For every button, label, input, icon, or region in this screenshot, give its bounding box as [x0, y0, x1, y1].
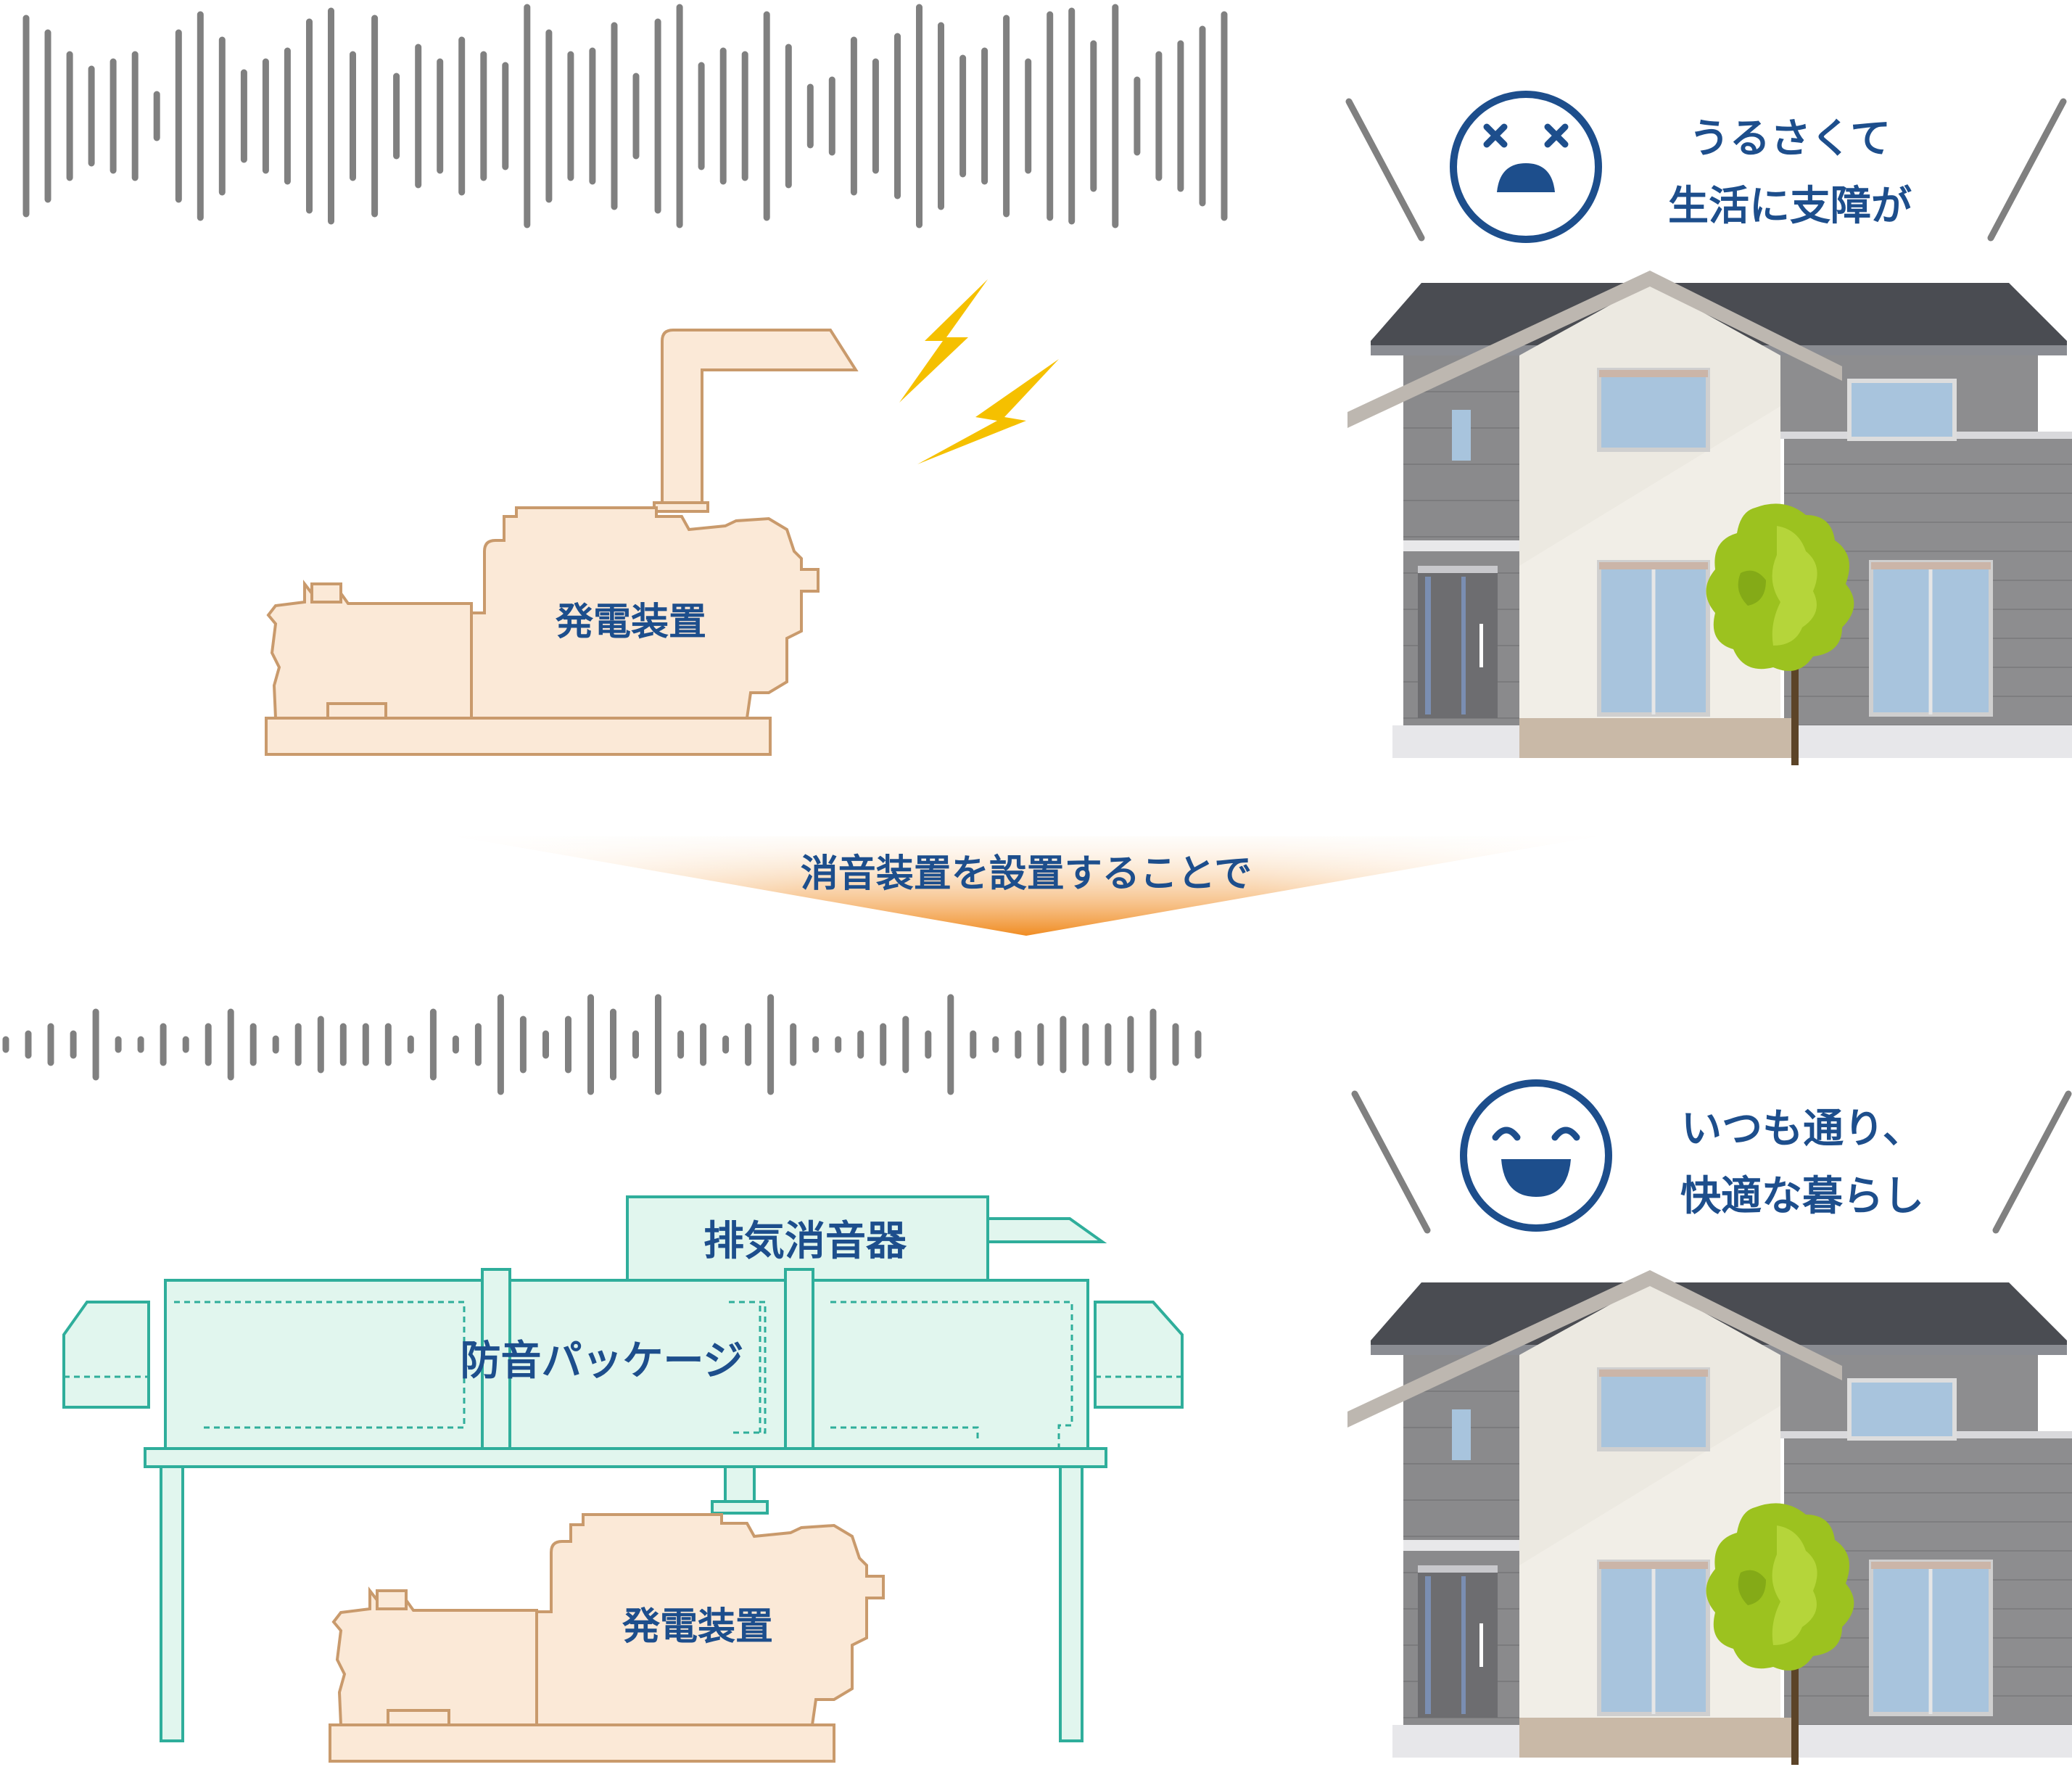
speech-bottom-line1: いつも通り、 — [1681, 1105, 1923, 1153]
muffler-label: 排気消音器 — [703, 1218, 907, 1265]
soundproof-package: 排気消音器 防音パッケージ — [62, 1195, 1184, 1742]
house-bottom — [1347, 1270, 2072, 1765]
loud-sound-wave-icon — [22, 4, 1228, 228]
speech-bottom: いつも通り、 快適な暮らし — [1351, 1079, 2072, 1234]
speech-top-line1: うるさくて — [1689, 115, 1891, 162]
speech-top-line2: 生活に支障が — [1668, 183, 1912, 230]
speech-bottom-line2: 快適な暮らし — [1680, 1173, 1924, 1220]
house-top — [1347, 271, 2072, 765]
generator-top: 発電装置 — [265, 329, 859, 756]
dizzy-face-icon — [1450, 91, 1602, 243]
generator-bottom: 発電装置 — [329, 1513, 885, 1763]
lightning-icon — [899, 279, 1059, 464]
generator-label: 発電装置 — [622, 1605, 773, 1649]
generator-label: 発電装置 — [556, 601, 706, 644]
transition-arrow: 消音装置を設置することで — [457, 836, 1596, 936]
speech-top: うるさくて 生活に支障が — [1345, 91, 2067, 243]
package-label: 防音パッケージ — [461, 1338, 744, 1385]
quiet-sound-wave-icon — [2, 994, 1202, 1095]
transition-label: 消音装置を設置することで — [801, 852, 1252, 896]
smiling-face-icon — [1460, 1079, 1612, 1232]
